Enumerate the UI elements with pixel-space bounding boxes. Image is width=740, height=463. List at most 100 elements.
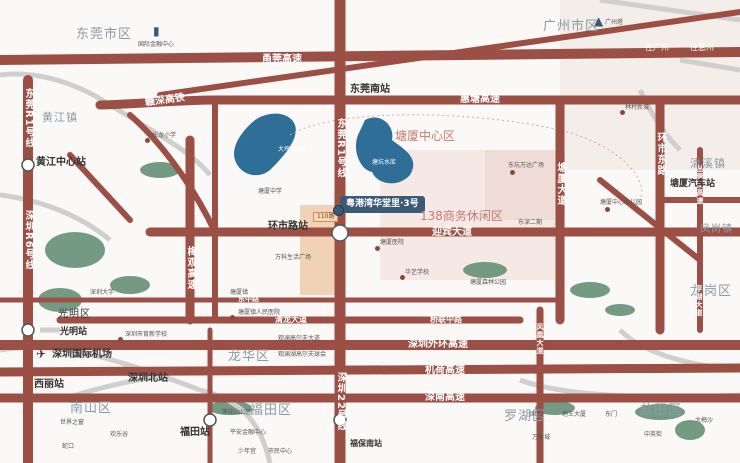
poi-dot-8 xyxy=(620,110,625,115)
poi-dot-6 xyxy=(230,315,235,320)
road-top-diagonal xyxy=(157,9,740,98)
poi-guangzhou-tower: 广州塔 xyxy=(605,19,624,26)
poi-shaoer: 少年宫 xyxy=(238,448,257,455)
tangkeng-reservoir xyxy=(355,117,414,184)
poi-dot-3 xyxy=(510,170,515,175)
district-huangjiang: 黄江镇 xyxy=(42,111,78,124)
poi-school2: 深圳市育新学校 xyxy=(125,331,168,338)
station-futian-south[interactable]: 福保南站 xyxy=(350,439,382,448)
district-dongguan: 东莞市区 xyxy=(76,27,133,42)
road-label-jihe: 机荷高速 xyxy=(425,365,465,376)
project-location-marker[interactable] xyxy=(333,205,344,216)
poi-to-huizhou: 往惠州 xyxy=(690,43,714,52)
station-xili[interactable]: 西丽站 xyxy=(34,379,64,390)
airplane-icon: ✈ xyxy=(36,347,47,361)
station-futian-icon xyxy=(203,413,217,427)
station-huanshi-icon xyxy=(331,224,349,242)
park-south-3 xyxy=(635,404,685,420)
district-guangzhou: 广州市区 xyxy=(543,19,600,34)
poi-ocean: 欢乐谷 xyxy=(110,431,129,438)
area-business: 138商务休闲区 xyxy=(420,209,503,223)
station-futian[interactable]: 福田站 xyxy=(180,427,210,438)
poi-rail: 地王大厦 xyxy=(562,411,587,418)
park-center-1 xyxy=(463,262,507,278)
district-futian: 福田区 xyxy=(250,403,293,418)
road-label-qiaolian: 桥联中路 xyxy=(430,315,462,324)
poi-xiaomeisha: 大梅沙 xyxy=(695,417,714,424)
road-label-huitang: 惠塘高速 xyxy=(460,94,500,105)
district-longgang: 龙岗区 xyxy=(690,284,733,299)
park-center-2 xyxy=(570,282,610,298)
poi-changlong: 长龙小学 xyxy=(152,132,177,139)
poi-dot-2 xyxy=(400,275,405,280)
station-huanshi[interactable]: 环市路站 xyxy=(268,221,308,232)
poi-dongguan-hospital: 塘厦镇人民医院 xyxy=(238,309,281,316)
poi-school1: 华艺学校 xyxy=(405,269,430,276)
road-yongguan xyxy=(0,47,740,65)
station-airport[interactable]: 深圳国际机场 xyxy=(52,349,112,360)
poi-dot-7 xyxy=(118,337,123,342)
park-west-3 xyxy=(110,276,150,294)
district-luohu: 罗湖区 xyxy=(504,409,547,424)
road-label-tangxia: 塘厦大道 xyxy=(555,162,566,206)
station-dongguan-south[interactable]: 东莞南站 xyxy=(350,84,390,95)
poi-wanxiang: 万象城 xyxy=(532,434,551,441)
district-guangming: 光明区 xyxy=(58,309,91,320)
station-tangxia-bus[interactable]: 塘厦汽车站 xyxy=(670,179,716,189)
poi-damaling: 大坪岭水库 xyxy=(278,146,309,153)
poi-xiang: 塘厦中心幼儿园 xyxy=(600,199,643,206)
poi-dot-1 xyxy=(375,246,380,251)
park-south-4 xyxy=(675,420,705,440)
poi-pingan: 平安金融中心 xyxy=(230,429,267,436)
poi-guanlan: 观澜高尔夫大道 xyxy=(278,335,321,342)
district-qingxi: 清溪镇 xyxy=(690,157,726,170)
poi-tangxia-zhen: 塘厦镇 xyxy=(230,289,249,296)
commercial-patch xyxy=(485,150,565,220)
tower-icon: ▲ xyxy=(594,14,604,28)
station-shenzhen-north[interactable]: 深圳北站 xyxy=(128,373,168,384)
road-label-qinglong: 清龙大道 xyxy=(275,315,307,324)
road-huangjiang-diag xyxy=(67,152,133,223)
road-label-meiguan: 梅观高速 xyxy=(185,246,196,290)
station-guangming[interactable]: 光明站 xyxy=(60,327,88,337)
park-center-3 xyxy=(605,304,635,316)
project-badge: 110路 xyxy=(313,212,339,222)
poi-civic: 市民中心 xyxy=(268,448,293,455)
poi-dongmen: 东门 xyxy=(605,411,618,418)
poi-linyuan: 林村新城 xyxy=(625,104,650,111)
road-label-shennan: 深南高速 xyxy=(425,392,465,403)
station-futian-south-icon xyxy=(333,413,347,427)
poi-shekou: 蛇口 xyxy=(62,443,75,450)
terrain-patch-northeast xyxy=(560,0,740,170)
district-yantian: 盐田区 xyxy=(640,403,683,418)
road-label-dongzhong: 东中路 xyxy=(238,295,259,303)
damaling-reservoir xyxy=(234,113,296,176)
district-fenggang: 凤岗镇 xyxy=(700,224,733,235)
station-huangjiang-icon xyxy=(21,158,35,172)
road-label-pinghu: 平湖大道 xyxy=(695,285,703,317)
project-name-label[interactable]: 粤港湾华堂里·3号 xyxy=(340,196,425,213)
building-icon: ▮ xyxy=(153,24,160,38)
poi-lianhua: 莲花山公园 xyxy=(222,409,253,416)
park-west-1 xyxy=(45,232,105,268)
road-label-yongguan: 甬莞高速 xyxy=(262,54,302,65)
poi-dashibei: 世界之窗 xyxy=(60,419,85,426)
park-south-2 xyxy=(535,401,575,415)
road-ganshen xyxy=(95,95,220,110)
poi-intl-finance: 国际金融中心 xyxy=(138,41,175,48)
station-huangjiang-center[interactable]: 黄江中心站 xyxy=(36,157,86,168)
road-label-r1-left: 东莞R1号线 xyxy=(23,88,34,149)
road-label-fengbian: 风凰大道 xyxy=(536,323,544,355)
district-nanshan: 南山区 xyxy=(70,401,113,416)
poi-tangxia-high: 塘厦中学 xyxy=(258,188,283,195)
road-label-cong: 丛莞深高速 xyxy=(696,165,704,205)
poi-mall2: 东坑万达广场 xyxy=(508,162,545,169)
poi-zhongying: 中英街 xyxy=(644,431,663,438)
area-tangxia-center: 塘厦中心区 xyxy=(395,129,456,143)
road-label-outer: 深圳外环高速 xyxy=(408,339,468,350)
poi-park2: 塘厦森林公园 xyxy=(470,279,507,286)
road-label-yingbin: 迎宾大道 xyxy=(432,227,472,238)
